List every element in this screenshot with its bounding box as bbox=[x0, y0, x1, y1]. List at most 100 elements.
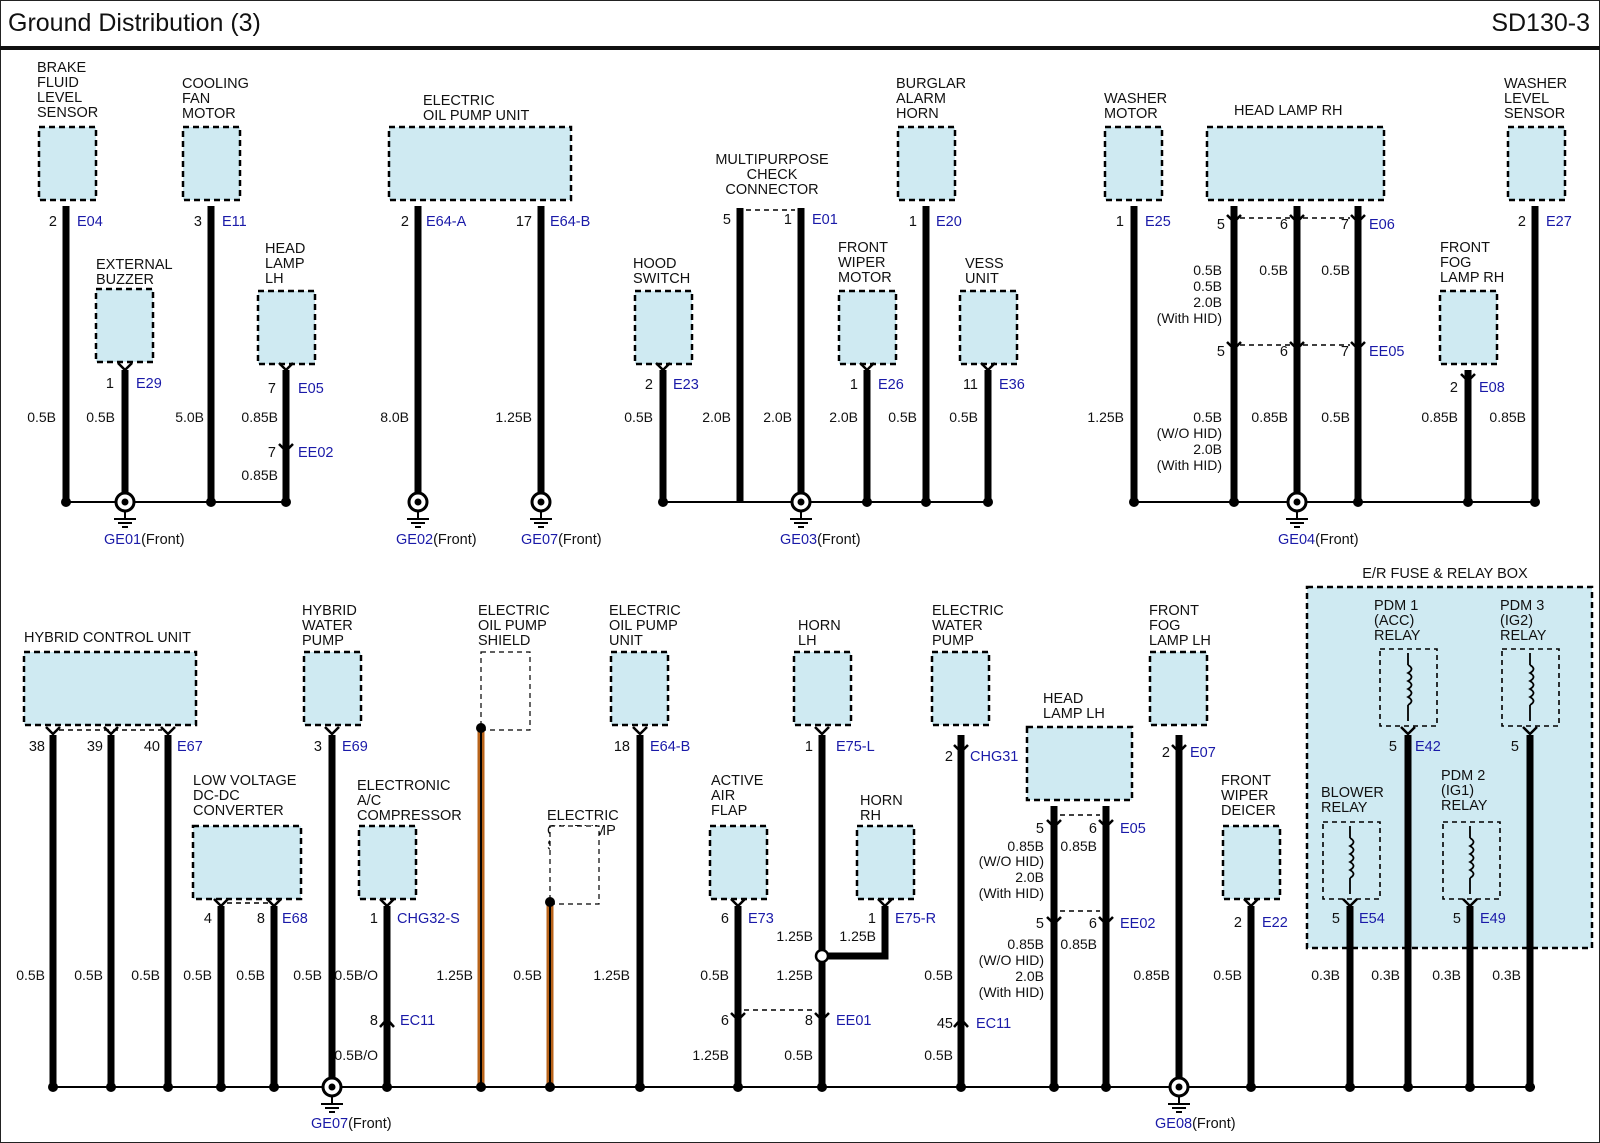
wire-gauge-label: 2.0B bbox=[1015, 968, 1044, 984]
connector-chevron bbox=[1350, 341, 1366, 351]
wire-gauge-label: 0.5B bbox=[700, 967, 729, 983]
pin-number: 5 bbox=[1217, 217, 1225, 233]
wire-gauge-label: 0.5B bbox=[183, 967, 212, 983]
washer-motor-label: MOTOR bbox=[1104, 106, 1158, 122]
wire-gauge-label: 0.5B bbox=[513, 967, 542, 983]
wire-gauge-label: 0.5B bbox=[1193, 409, 1222, 425]
electric-water-pump-label: PUMP bbox=[932, 633, 974, 649]
electric-water-pump bbox=[930, 650, 991, 727]
connector-label: E42 bbox=[1415, 739, 1441, 755]
front-fog-lamp-lh bbox=[1148, 650, 1209, 727]
front-wiper-deicer-label: WIPER bbox=[1221, 788, 1269, 804]
wire-gauge-label: 0.5B bbox=[1193, 262, 1222, 278]
pin-number: 6 bbox=[1089, 916, 1097, 932]
connector-label: EC11 bbox=[976, 1016, 1011, 1032]
wire-gauge-label: 0.5B bbox=[131, 967, 160, 983]
splice-dot bbox=[817, 1082, 827, 1092]
pin-number: 5 bbox=[1389, 739, 1397, 755]
brake-fluid-level-sensor-label: LEVEL bbox=[37, 90, 82, 106]
connector-label: EE05 bbox=[1369, 344, 1404, 360]
er-fuse-relay-box-label: E/R FUSE & RELAY BOX bbox=[1362, 566, 1528, 582]
wire-gauge-label: (W/O HID) bbox=[979, 952, 1044, 968]
hybrid-water-pump-label: HYBRID bbox=[302, 603, 357, 619]
washer-level-sensor-label: SENSOR bbox=[1504, 106, 1565, 122]
splice-dot bbox=[1345, 1082, 1355, 1092]
wire-gauge-label: 0.85B bbox=[1421, 409, 1458, 425]
horn-lh bbox=[792, 650, 853, 727]
low-voltage-dc-dc-converter bbox=[191, 824, 303, 901]
pin-number: 2 bbox=[401, 214, 409, 230]
burglar-alarm-horn-label: BURGLAR bbox=[896, 76, 966, 92]
pin-number: 1 bbox=[370, 911, 378, 927]
ground-label: GE07(Front) bbox=[521, 532, 602, 548]
connector-label: E64-B bbox=[650, 739, 690, 755]
front-fog-lamp-lh-label: FRONT bbox=[1149, 603, 1199, 619]
relay-coil bbox=[1406, 664, 1413, 706]
wire-gauge-label: 1.25B bbox=[495, 409, 532, 425]
wire-gauge-label: 0.85B bbox=[1060, 838, 1097, 854]
pdm1-relay-label: PDM 1 bbox=[1374, 598, 1418, 614]
connector-label: E20 bbox=[936, 214, 962, 230]
wire-gauge-label: 0.5B bbox=[784, 1047, 813, 1063]
electric-water-pump-label: ELECTRIC bbox=[932, 603, 1004, 619]
connector-label: E06 bbox=[1369, 217, 1395, 233]
brake-fluid-level-sensor bbox=[37, 125, 98, 202]
wire-gauge-label: 0.5B bbox=[74, 967, 103, 983]
hood-switch bbox=[633, 289, 694, 366]
connector-label: E26 bbox=[878, 377, 904, 393]
wire-gauge-label: 0.5B bbox=[236, 967, 265, 983]
connector-chevron bbox=[980, 362, 996, 372]
ground-label: GE02(Front) bbox=[396, 532, 477, 548]
wire-gauge-label: 0.5B bbox=[924, 1047, 953, 1063]
pdm1-relay-label: (ACC) bbox=[1374, 613, 1414, 629]
wire-gauge-label: 2.0B bbox=[1193, 294, 1222, 310]
document-code: SD130-3 bbox=[1491, 9, 1590, 37]
cooling-fan-motor bbox=[181, 125, 242, 202]
splice-dot bbox=[733, 1082, 743, 1092]
ground-point-center bbox=[537, 498, 545, 506]
wire-gauge-label: 1.25B bbox=[839, 928, 876, 944]
relay-coil bbox=[1348, 837, 1355, 879]
wire-gauge-label: 2.0B bbox=[702, 409, 731, 425]
connector-label: E25 bbox=[1145, 214, 1171, 230]
wire-gauge-label: 0.5B bbox=[1321, 262, 1350, 278]
vess-unit-label: UNIT bbox=[965, 271, 999, 287]
connector-label: E27 bbox=[1546, 214, 1572, 230]
wire-gauge-label: 0.3B bbox=[1371, 967, 1400, 983]
pdm3-relay-label: (IG2) bbox=[1500, 613, 1533, 629]
wire-gauge-label: 5.0B bbox=[175, 409, 204, 425]
splice-dot bbox=[921, 497, 931, 507]
front-wiper-motor bbox=[837, 289, 898, 366]
wire-gauge-label: 0.85B bbox=[1251, 409, 1288, 425]
wire-gauge-label: 0.5B bbox=[949, 409, 978, 425]
washer-level-sensor bbox=[1506, 125, 1567, 202]
hood-switch-label: SWITCH bbox=[633, 271, 690, 287]
wire-gauge-label: (With HID) bbox=[979, 885, 1044, 901]
connector-label: E69 bbox=[342, 739, 368, 755]
front-wiper-motor-label: MOTOR bbox=[838, 270, 892, 286]
connector-chevron bbox=[1098, 819, 1114, 829]
front-fog-lamp-rh-label: FOG bbox=[1440, 255, 1471, 271]
connector-label: CHG32-S bbox=[397, 911, 460, 927]
head-lamp-rh bbox=[1205, 125, 1386, 202]
wire-gauge-label: 0.3B bbox=[1492, 967, 1521, 983]
connector-chevron bbox=[953, 1017, 969, 1028]
connector-chevron bbox=[324, 726, 340, 736]
connector-chevron bbox=[814, 726, 830, 736]
splice-dot bbox=[956, 1082, 966, 1092]
pdm2-relay-label: (IG1) bbox=[1441, 783, 1474, 799]
splice-dot bbox=[1246, 1082, 1256, 1092]
ground-label: GE03(Front) bbox=[780, 532, 861, 548]
pin-number: 1 bbox=[784, 212, 792, 228]
active-air-flap-label: FLAP bbox=[711, 803, 747, 819]
connector-chevron bbox=[379, 898, 395, 908]
front-wiper-deicer bbox=[1221, 824, 1282, 901]
horn-rh bbox=[855, 824, 916, 901]
relay-coil bbox=[1468, 837, 1475, 879]
vess-unit bbox=[958, 289, 1019, 366]
wire-gauge-label: (W/O HID) bbox=[1157, 425, 1222, 441]
pin-number: 2 bbox=[1234, 915, 1242, 931]
connector-chevron bbox=[730, 1012, 746, 1022]
pin-number: 6 bbox=[1280, 217, 1288, 233]
brake-fluid-level-sensor-label: SENSOR bbox=[37, 105, 98, 121]
